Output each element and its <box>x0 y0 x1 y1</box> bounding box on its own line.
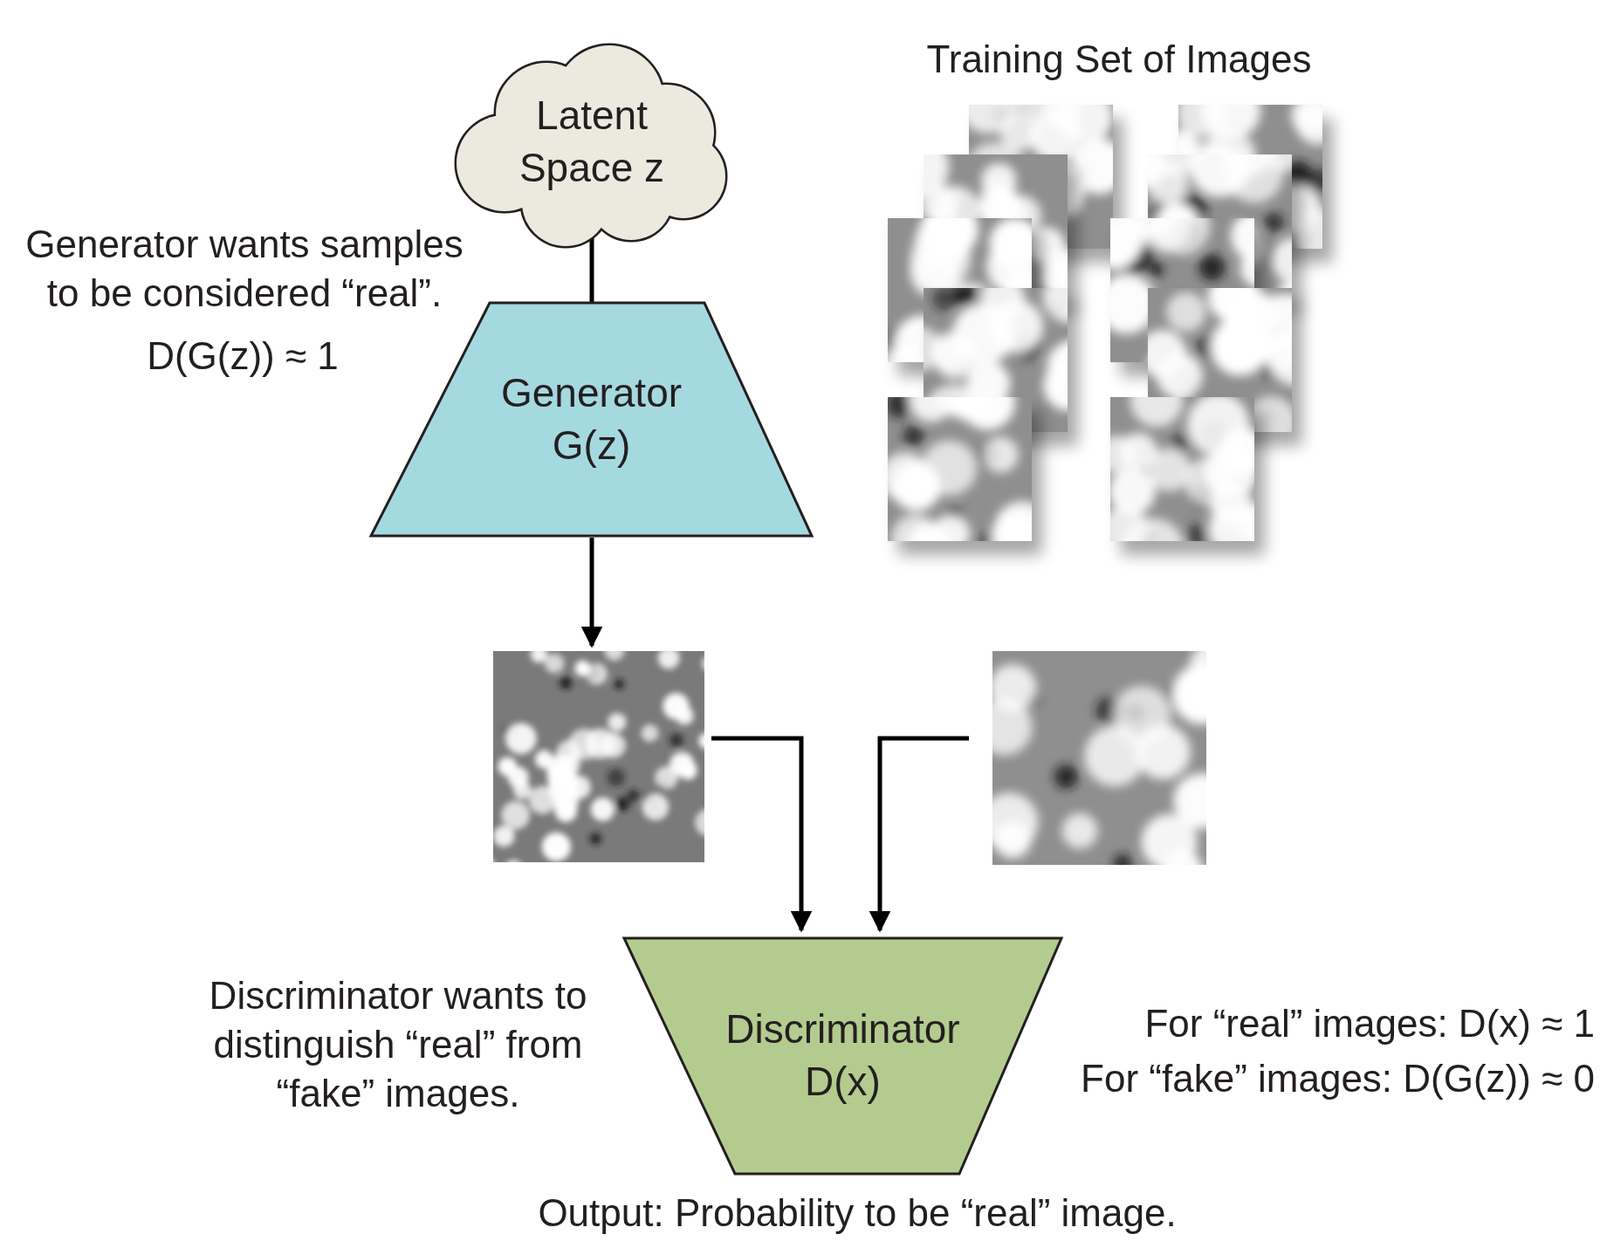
flow-arrows <box>591 537 969 931</box>
annotation: D(G(z)) ≈ 1 <box>111 331 374 381</box>
latent-cloud: Latent Space z <box>443 45 741 240</box>
texture-tile <box>887 218 1032 363</box>
annotation: Discriminator wants to distinguish “real… <box>171 971 625 1119</box>
texture-tile <box>493 651 705 863</box>
node-outline <box>622 936 1064 1176</box>
node-outline <box>369 301 814 538</box>
texture-tile <box>923 288 1068 433</box>
node-title: Discriminator <box>725 1003 960 1057</box>
annotation: For “fake” images: D(G(z)) ≈ 0 <box>1030 1054 1595 1104</box>
node-title: G(z) <box>552 419 631 473</box>
annotation: Output: Probability to be “real” image. <box>464 1188 1250 1238</box>
node-title: D(x) <box>804 1056 881 1109</box>
node-title: Generator <box>501 367 682 420</box>
real-image <box>975 641 1239 891</box>
texture-tile <box>1110 397 1255 542</box>
arrow <box>590 537 595 646</box>
annotation: Generator wants samples to be considered… <box>5 219 484 318</box>
texture-tile <box>992 651 1207 866</box>
node-title: Latent Space z <box>508 89 675 195</box>
texture-tile <box>887 397 1032 542</box>
arrow <box>879 738 969 931</box>
generator-box: GeneratorG(z) <box>369 301 814 538</box>
arrow <box>711 738 802 931</box>
connector <box>590 235 595 303</box>
image-set-title: Training Set of Images <box>848 34 1390 84</box>
training-images <box>879 69 1350 580</box>
discriminator-box: DiscriminatorD(x) <box>622 936 1064 1176</box>
generated-image <box>474 640 723 879</box>
node-outline <box>443 45 741 240</box>
annotation: For “real” images: D(x) ≈ 1 <box>1066 999 1595 1049</box>
